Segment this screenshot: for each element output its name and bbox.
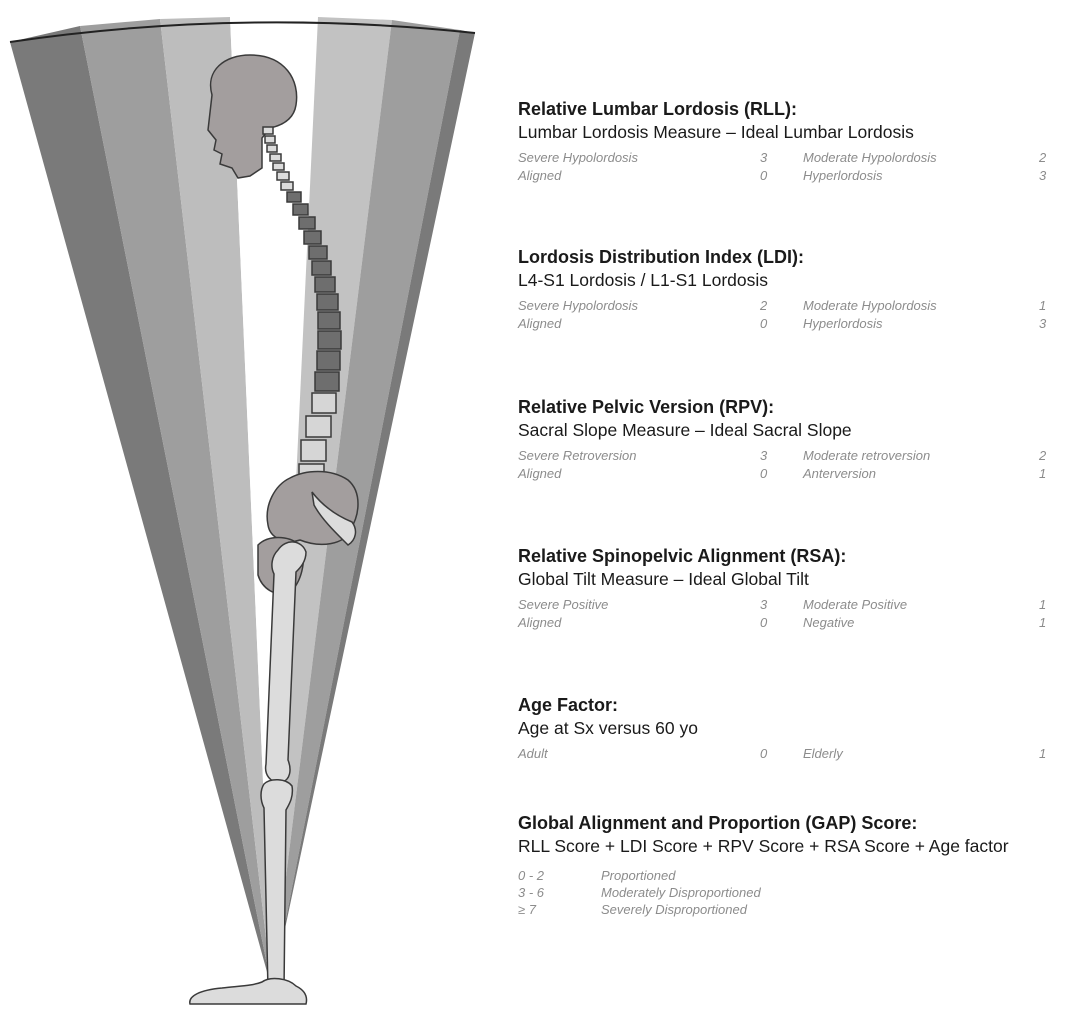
score-row: Aligned 0 Hyperlordosis 3 xyxy=(518,168,1078,186)
score-row: Severe Hypolordosis 2 Moderate Hypolordo… xyxy=(518,298,1078,316)
section-gap: Global Alignment and Proportion (GAP) Sc… xyxy=(518,812,1078,919)
score-label: Severe Positive xyxy=(518,597,608,612)
section-rll: Relative Lumbar Lordosis (RLL): Lumbar L… xyxy=(518,98,1078,186)
gap-range-row: 3 - 6 Moderately Disproportioned xyxy=(518,885,1078,902)
score-value: 0 xyxy=(760,168,767,183)
age-title: Age Factor: xyxy=(518,694,1078,716)
score-value: 3 xyxy=(760,150,767,165)
score-label: Negative xyxy=(803,615,854,630)
rsa-formula: Global Tilt Measure – Ideal Global Tilt xyxy=(518,567,1078,591)
score-label: Moderate Hypolordosis xyxy=(803,150,937,165)
gap-range: 3 - 6 xyxy=(518,885,544,900)
section-ldi: Lordosis Distribution Index (LDI): L4-S1… xyxy=(518,246,1078,334)
gap-formula: RLL Score + LDI Score + RPV Score + RSA … xyxy=(518,834,1078,858)
score-row: Aligned 0 Anterversion 1 xyxy=(518,466,1078,484)
score-row: Aligned 0 Negative 1 xyxy=(518,615,1078,633)
gap-range-label: Moderately Disproportioned xyxy=(601,885,761,900)
score-label: Adult xyxy=(518,746,548,761)
score-label: Anterversion xyxy=(803,466,876,481)
score-value: 0 xyxy=(760,615,767,630)
ldi-scores: Severe Hypolordosis 2 Moderate Hypolordo… xyxy=(518,298,1078,334)
rpv-formula: Sacral Slope Measure – Ideal Sacral Slop… xyxy=(518,418,1078,442)
score-value: 2 xyxy=(1039,448,1046,463)
score-row: Severe Positive 3 Moderate Positive 1 xyxy=(518,597,1078,615)
score-label: Aligned xyxy=(518,168,561,183)
gap-ranges: 0 - 2 Proportioned 3 - 6 Moderately Disp… xyxy=(518,868,1078,919)
score-label: Hyperlordosis xyxy=(803,316,882,331)
score-label: Severe Retroversion xyxy=(518,448,637,463)
score-label: Severe Hypolordosis xyxy=(518,298,638,313)
score-label: Elderly xyxy=(803,746,843,761)
score-value: 1 xyxy=(1039,466,1046,481)
score-row: Aligned 0 Hyperlordosis 3 xyxy=(518,316,1078,334)
rll-title: Relative Lumbar Lordosis (RLL): xyxy=(518,98,1078,120)
ldi-formula: L4-S1 Lordosis / L1-S1 Lordosis xyxy=(518,268,1078,292)
gap-range-label: Severely Disproportioned xyxy=(601,902,747,917)
ldi-title: Lordosis Distribution Index (LDI): xyxy=(518,246,1078,268)
gap-range: ≥ 7 xyxy=(518,902,536,917)
section-age: Age Factor: Age at Sx versus 60 yo Adult… xyxy=(518,694,1078,764)
age-scores: Adult 0 Elderly 1 xyxy=(518,746,1078,764)
score-value: 0 xyxy=(760,466,767,481)
rll-scores: Severe Hypolordosis 3 Moderate Hypolordo… xyxy=(518,150,1078,186)
score-row: Severe Hypolordosis 3 Moderate Hypolordo… xyxy=(518,150,1078,168)
score-value: 3 xyxy=(760,597,767,612)
rsa-scores: Severe Positive 3 Moderate Positive 1 Al… xyxy=(518,597,1078,633)
rpv-title: Relative Pelvic Version (RPV): xyxy=(518,396,1078,418)
gap-range-row: 0 - 2 Proportioned xyxy=(518,868,1078,885)
score-value: 1 xyxy=(1039,597,1046,612)
gap-range-label: Proportioned xyxy=(601,868,675,883)
score-value: 1 xyxy=(1039,615,1046,630)
score-label: Moderate retroversion xyxy=(803,448,930,463)
age-formula: Age at Sx versus 60 yo xyxy=(518,716,1078,740)
score-value: 1 xyxy=(1039,746,1046,761)
score-label: Aligned xyxy=(518,316,561,331)
section-rsa: Relative Spinopelvic Alignment (RSA): Gl… xyxy=(518,545,1078,633)
score-row: Severe Retroversion 3 Moderate retrovers… xyxy=(518,448,1078,466)
rll-formula: Lumbar Lordosis Measure – Ideal Lumbar L… xyxy=(518,120,1078,144)
gap-title: Global Alignment and Proportion (GAP) Sc… xyxy=(518,812,1078,834)
score-value: 2 xyxy=(760,298,767,313)
score-value: 0 xyxy=(760,746,767,761)
score-label: Aligned xyxy=(518,615,561,630)
score-label: Hyperlordosis xyxy=(803,168,882,183)
rpv-scores: Severe Retroversion 3 Moderate retrovers… xyxy=(518,448,1078,484)
rsa-title: Relative Spinopelvic Alignment (RSA): xyxy=(518,545,1078,567)
score-value: 2 xyxy=(1039,150,1046,165)
score-label: Moderate Hypolordosis xyxy=(803,298,937,313)
score-value: 3 xyxy=(1039,316,1046,331)
score-value: 0 xyxy=(760,316,767,331)
score-value: 1 xyxy=(1039,298,1046,313)
score-label: Aligned xyxy=(518,466,561,481)
score-row: Adult 0 Elderly 1 xyxy=(518,746,1078,764)
score-value: 3 xyxy=(1039,168,1046,183)
score-label: Moderate Positive xyxy=(803,597,907,612)
gap-range-row: ≥ 7 Severely Disproportioned xyxy=(518,902,1078,919)
spine-skeleton-icon xyxy=(0,0,480,1009)
score-value: 3 xyxy=(760,448,767,463)
section-rpv: Relative Pelvic Version (RPV): Sacral Sl… xyxy=(518,396,1078,484)
foot xyxy=(190,979,307,1004)
gap-range: 0 - 2 xyxy=(518,868,544,883)
score-label: Severe Hypolordosis xyxy=(518,150,638,165)
